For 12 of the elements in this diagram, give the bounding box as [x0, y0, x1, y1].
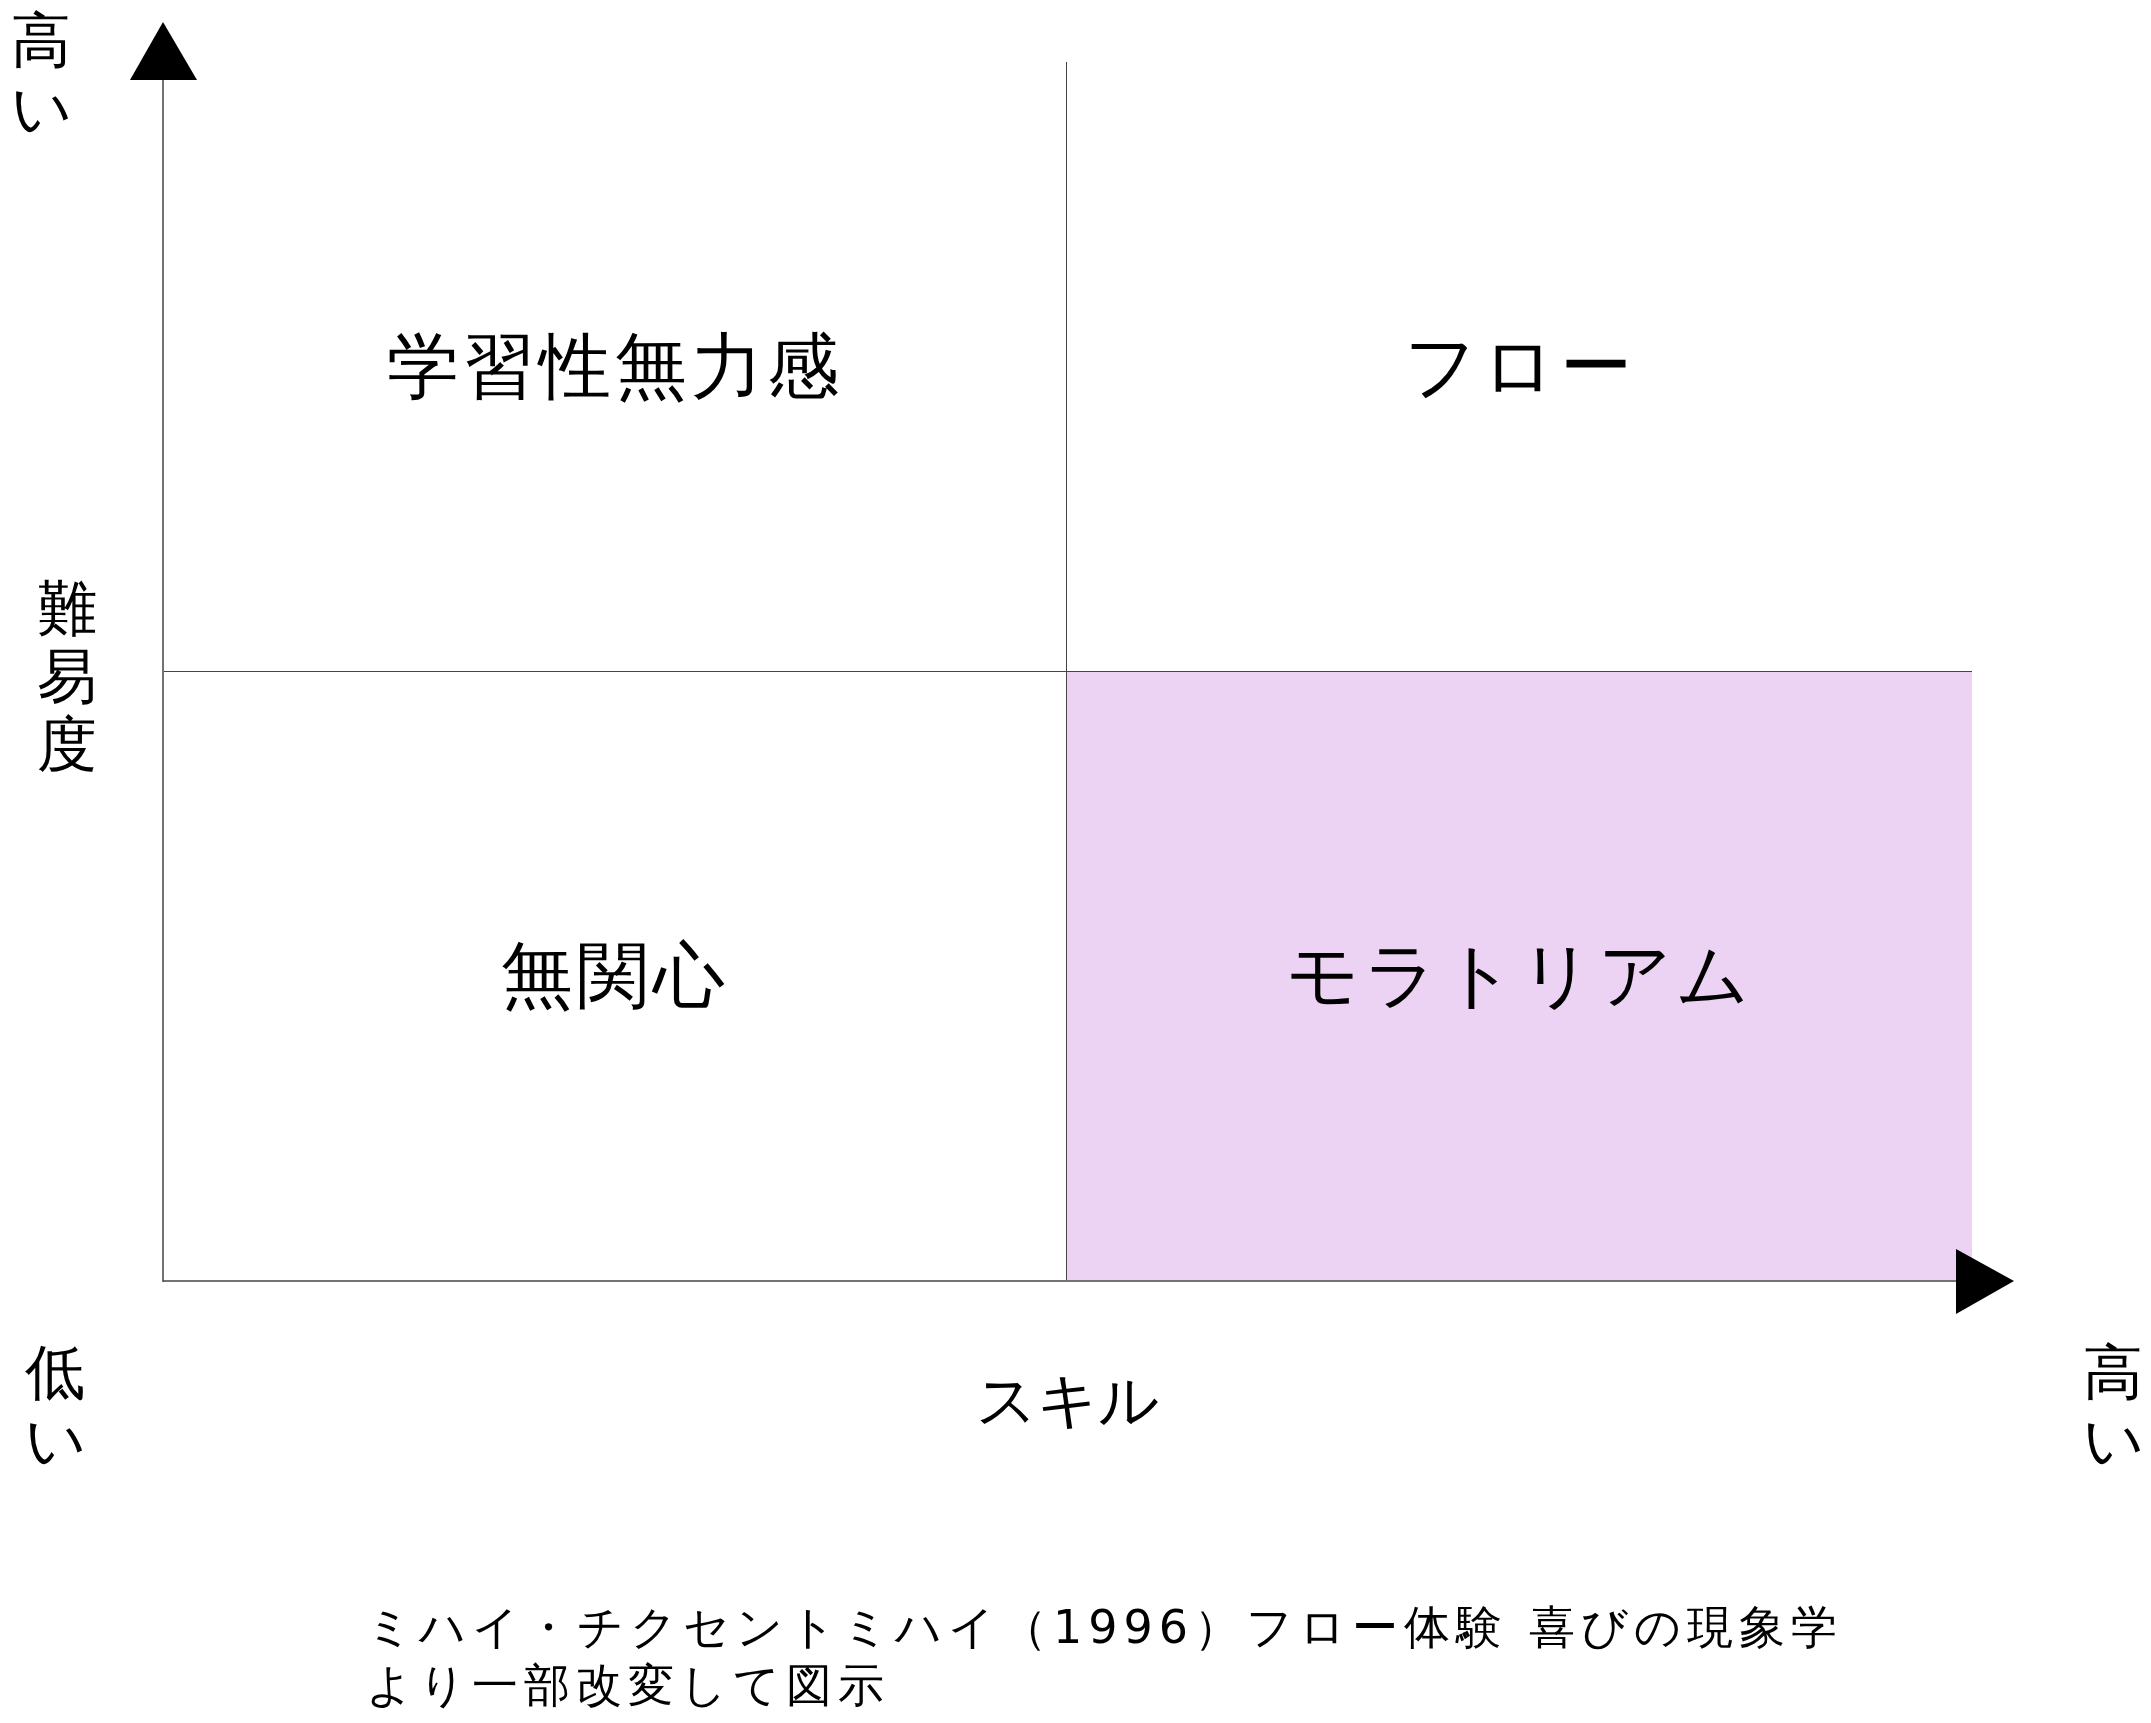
highlighted-quadrant [1067, 672, 1972, 1280]
axis-label: 低い [24, 1338, 86, 1474]
axis-label: 難易度 [36, 574, 98, 778]
axis-label: 高い [2082, 1338, 2144, 1474]
source-caption: ミハイ・チクセントミハイ（1996）フロー体験 喜びの現象学より一部改変して図示 [366, 1599, 1844, 1714]
quadrant-label: フロー [1403, 326, 1636, 407]
quadrant-label: 無関心 [501, 936, 729, 1016]
axis-label: スキル [975, 1370, 1159, 1430]
quadrant-label: 学習性無力感 [387, 326, 843, 407]
quadrant-label: モラトリアム [1285, 936, 1754, 1016]
axis-label: 高い [10, 6, 72, 142]
quadrant-region [164, 62, 1067, 672]
